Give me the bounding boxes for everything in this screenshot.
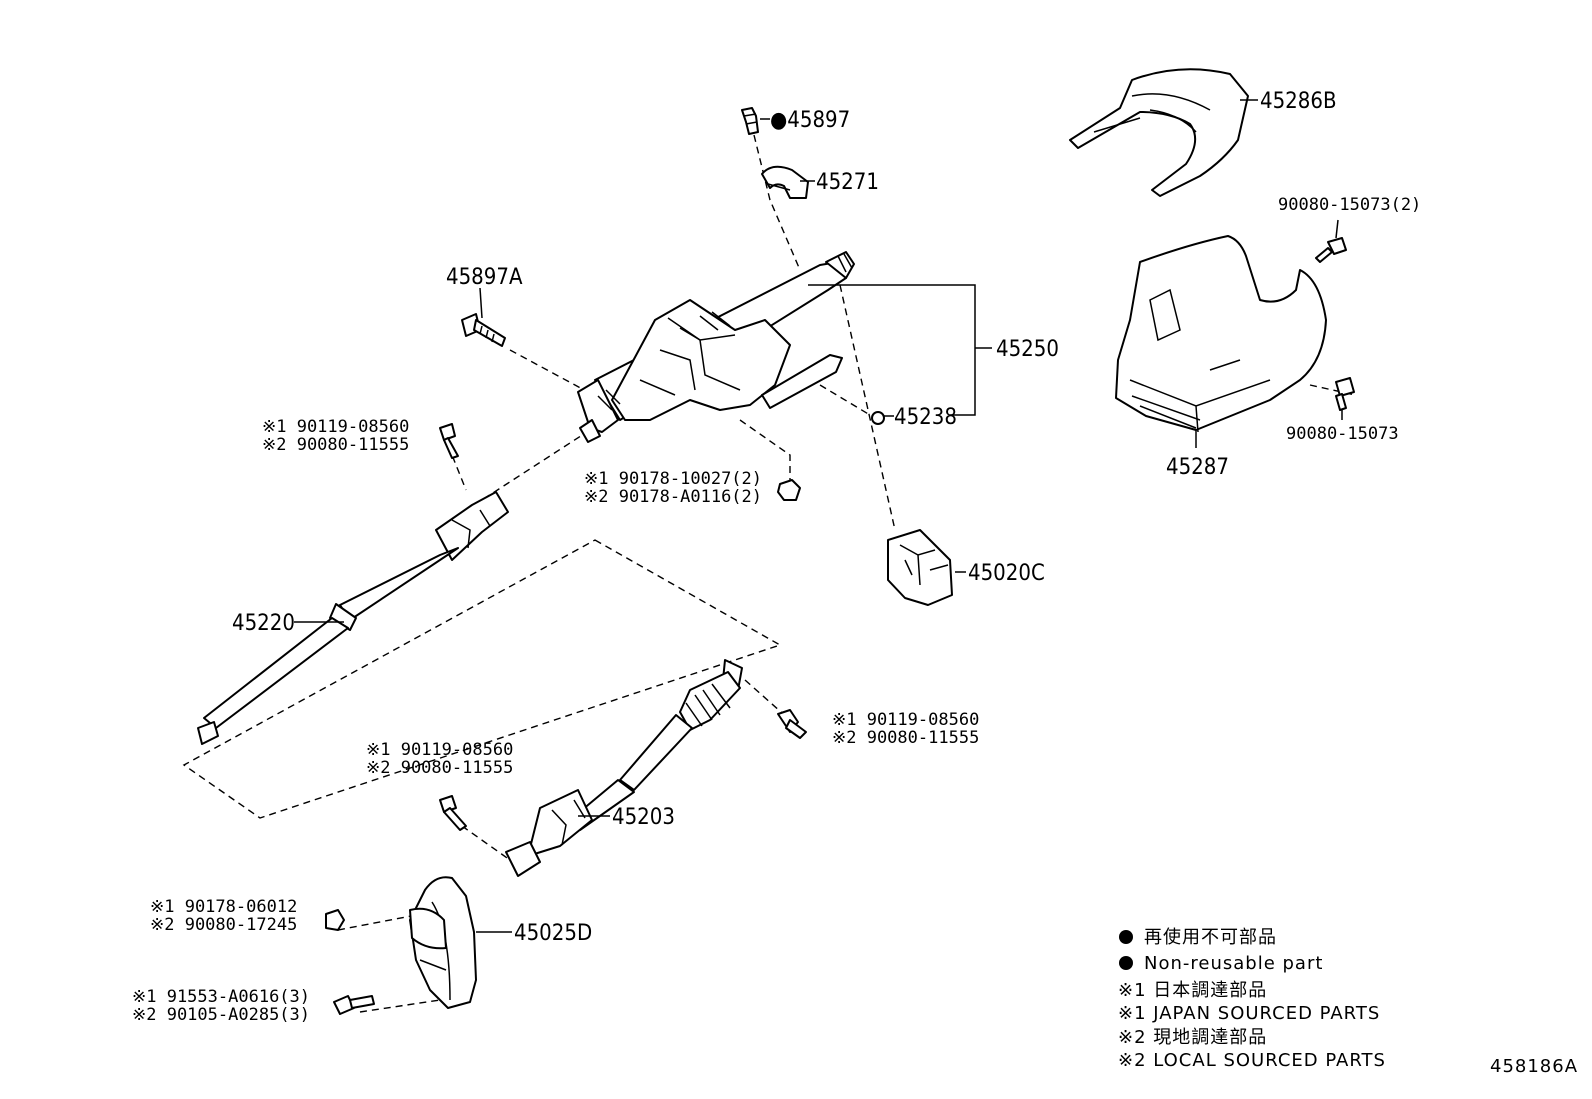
label-bolt-cover-lower: 90080-15073 bbox=[1286, 424, 1399, 444]
label-shaft-bolt-mid-1: ※1 90119-08560 bbox=[366, 740, 513, 760]
part-45287-lower-cover bbox=[1115, 235, 1327, 433]
label-45287: 45287 bbox=[1166, 455, 1229, 480]
part-45897A-bolt bbox=[461, 313, 506, 347]
nut-column bbox=[777, 479, 801, 501]
non-reusable-dot-icon bbox=[1119, 930, 1133, 944]
label-45897A: 45897A bbox=[446, 265, 523, 290]
part-45220-intermediate-shaft bbox=[197, 491, 509, 745]
nut-seal bbox=[325, 909, 345, 931]
label-45238: 45238 bbox=[894, 405, 957, 430]
bolt-cover-lower bbox=[1335, 377, 1355, 411]
label-shaft-bolt-top-2: ※2 90080-11555 bbox=[262, 435, 409, 455]
part-45203-lower-shaft bbox=[505, 659, 743, 877]
fastener-labels: ※1 90119-08560 ※2 90080-11555 ※1 90178-1… bbox=[132, 417, 979, 1025]
label-nut-column-1: ※1 90178-10027(2) bbox=[584, 469, 762, 489]
label-bolt-cover-upper: 90080-15073(2) bbox=[1278, 195, 1421, 215]
label-45250: 45250 bbox=[996, 337, 1059, 362]
part-labels: ●45897 45271 45897A 45250 45238 45020C 4… bbox=[232, 89, 1421, 946]
legend-item-4: ※1 JAPAN SOURCED PARTS bbox=[1118, 1003, 1380, 1024]
label-seal-nut-2: ※2 90080-17245 bbox=[150, 915, 297, 935]
bolt-cover-upper bbox=[1315, 237, 1347, 263]
legend-item-3: ※1 日本調達部品 bbox=[1118, 980, 1267, 1001]
label-45203: 45203 bbox=[612, 805, 675, 830]
legend-item-5: ※2 現地調達部品 bbox=[1118, 1027, 1267, 1048]
label-45271: 45271 bbox=[816, 170, 879, 195]
part-45271-cover bbox=[761, 165, 809, 199]
part-45238-nut bbox=[871, 411, 885, 425]
bolt-shaft-right bbox=[777, 709, 807, 739]
legend-item-2: Non-reusable part bbox=[1144, 953, 1323, 974]
legend-item-1: 再使用不可部品 bbox=[1144, 927, 1277, 948]
legend-item-6: ※2 LOCAL SOURCED PARTS bbox=[1118, 1050, 1386, 1071]
label-nut-column-2: ※2 90178-A0116(2) bbox=[584, 487, 762, 507]
label-shaft-bolt-mid-2: ※2 90080-11555 bbox=[366, 758, 513, 778]
label-seal-bolt-2: ※2 90105-A0285(3) bbox=[132, 1005, 310, 1025]
label-seal-bolt-1: ※1 91553-A0616(3) bbox=[132, 987, 310, 1007]
bolt-seal bbox=[333, 995, 375, 1015]
label-45286B: 45286B bbox=[1260, 89, 1337, 114]
label-45020C: 45020C bbox=[968, 561, 1045, 586]
label-shaft-bolt-right-2: ※2 90080-11555 bbox=[832, 728, 979, 748]
part-45250-column-assembly bbox=[577, 251, 855, 443]
label-45025D: 45025D bbox=[514, 921, 592, 946]
label-45220: 45220 bbox=[232, 611, 295, 636]
leader-lines bbox=[294, 99, 1343, 933]
part-45897-clip bbox=[741, 107, 759, 135]
label-shaft-bolt-right-1: ※1 90119-08560 bbox=[832, 710, 979, 730]
legend: 再使用不可部品 Non-reusable part ※1 日本調達部品 ※1 J… bbox=[1118, 927, 1386, 1071]
bolt-shaft-mid bbox=[439, 795, 467, 831]
label-seal-nut-1: ※1 90178-06012 bbox=[150, 897, 297, 917]
non-reusable-dot-icon bbox=[1119, 956, 1133, 970]
label-45897: ●45897 bbox=[770, 108, 850, 133]
part-45020C-sensor bbox=[887, 529, 953, 606]
part-45286B-upper-cover bbox=[1069, 68, 1249, 197]
label-shaft-bolt-top-1: ※1 90119-08560 bbox=[262, 417, 409, 437]
part-45025D-seal bbox=[409, 876, 477, 1009]
bolt-shaft-top bbox=[439, 423, 459, 459]
diagram-id: 458186A bbox=[1490, 1056, 1578, 1077]
